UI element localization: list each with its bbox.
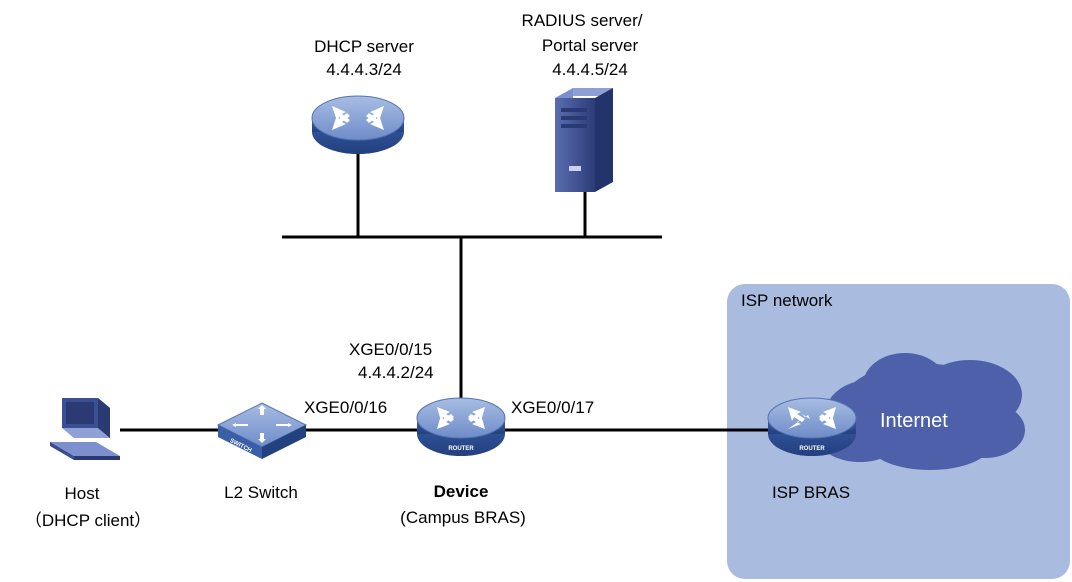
server-icon	[555, 88, 613, 192]
links	[120, 150, 770, 432]
router-icon	[311, 95, 405, 154]
router-icon: ROUTER	[416, 397, 506, 456]
isp-network-label: ISP network	[741, 291, 833, 310]
dhcp-server-ip: 4.4.4.3/24	[326, 60, 402, 79]
device-role: (Campus BRAS)	[400, 508, 526, 527]
radius-server-ip: 4.4.4.5/24	[552, 60, 628, 79]
device-port-left: XGE0/0/16	[304, 398, 388, 417]
host-role: （DHCP client）	[24, 511, 152, 530]
device-port-right: XGE0/0/17	[511, 398, 595, 417]
device-port-up-ip: 4.4.4.2/24	[358, 363, 434, 382]
host-name: Host	[64, 484, 100, 503]
device-name: Device	[433, 482, 489, 501]
internet-label: Internet	[880, 410, 948, 432]
host-pc-icon	[50, 398, 120, 460]
device-port-up: XGE0/0/15	[349, 340, 433, 359]
radius-server-name-line1: RADIUS server/	[521, 11, 643, 30]
router-badge: ROUTER	[448, 446, 474, 452]
switch-icon: SWITCH	[216, 402, 308, 459]
router-icon: ROUTER	[767, 397, 857, 456]
isp-bras-label: ISP BRAS	[771, 483, 851, 502]
dhcp-server-name: DHCP server	[314, 37, 414, 56]
router-badge: ROUTER	[799, 446, 825, 452]
radius-server-name-line2: Portal server	[541, 36, 639, 55]
switch-name: L2 Switch	[224, 483, 298, 502]
